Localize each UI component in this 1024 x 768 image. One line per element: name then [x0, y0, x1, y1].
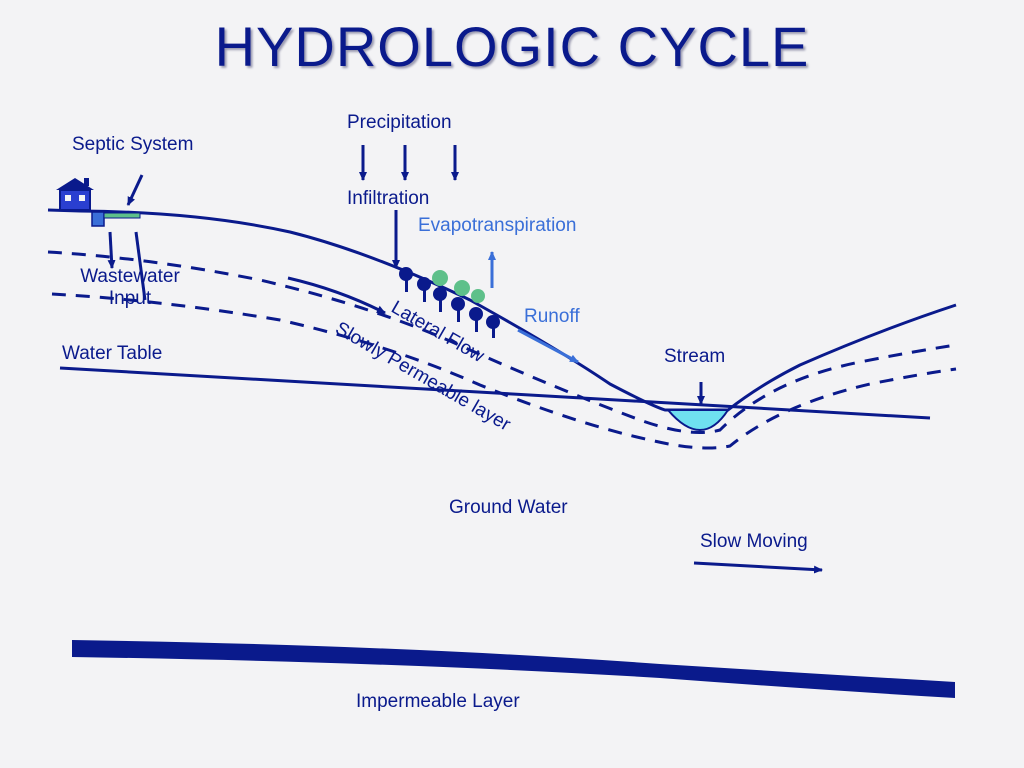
ground-surface-line: [47, 208, 957, 412]
page-title: HYDROLOGIC CYCLE: [214, 15, 810, 78]
permeable-layer-lower-dashed: [51, 292, 957, 450]
septic-pointer-arrow: [126, 174, 144, 206]
wastewater-input-label: Wastewater Input: [70, 266, 190, 310]
wastewater-line-right: [134, 231, 147, 301]
runoff-label: Runoff: [524, 306, 580, 327]
slow-moving-arrow: [693, 561, 823, 574]
impermeable-layer-band: [72, 640, 955, 698]
slow-moving-label: Slow Moving: [700, 531, 808, 552]
lateral-flow-arrow: [287, 276, 386, 315]
infiltration-label: Infiltration: [347, 188, 430, 209]
stream-water: [665, 409, 730, 432]
impermeable-layer-label: Impermeable Layer: [356, 691, 520, 712]
septic-tank-icon: [91, 211, 141, 227]
house-icon: [56, 178, 94, 211]
evapotranspiration-label: Evapotranspiration: [418, 215, 577, 236]
water-table-line: [59, 366, 931, 420]
water-table-label: Water Table: [62, 343, 163, 364]
wastewater-label-line2: Input: [108, 288, 152, 309]
runoff-arrow: [517, 328, 579, 364]
ground-water-label: Ground Water: [449, 497, 568, 518]
tree-icon: [399, 267, 500, 338]
wastewater-arrow-left: [107, 231, 116, 269]
precipitation-label: Precipitation: [347, 112, 452, 133]
wastewater-label-line1: Wastewater: [80, 266, 180, 287]
septic-system-label: Septic System: [72, 134, 194, 155]
stream-label: Stream: [664, 346, 726, 367]
